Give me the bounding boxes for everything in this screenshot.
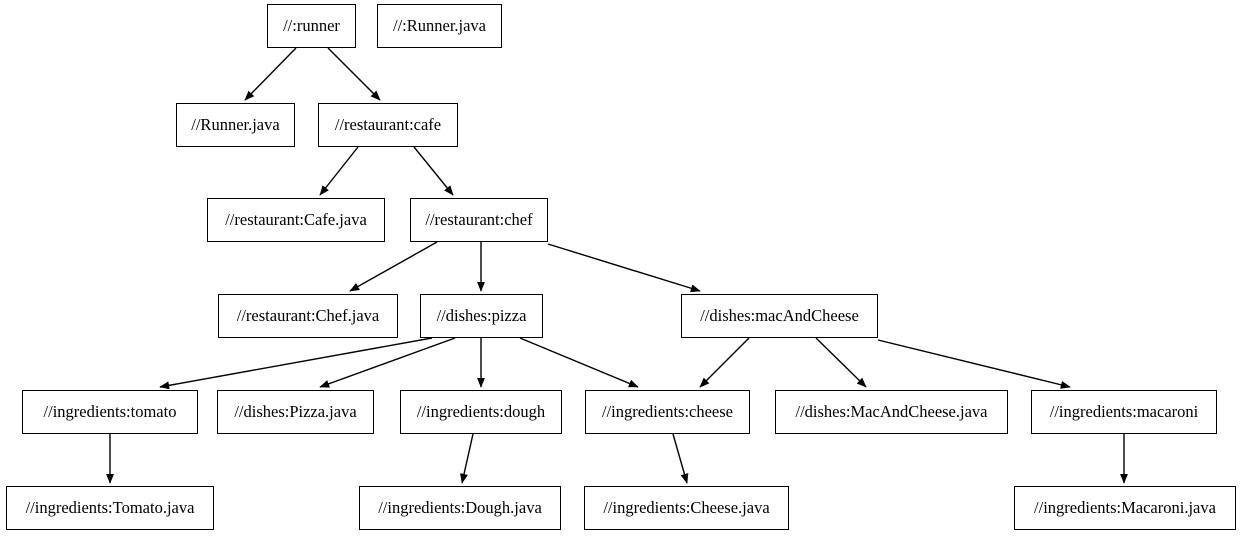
graph-node-macaroni_java[interactable]: //ingredients:Macaroni.java	[1014, 486, 1236, 530]
graph-edge	[413, 146, 454, 196]
graph-node-runner_java[interactable]: //Runner.java	[176, 103, 295, 147]
graph-node-label: //:Runner.java	[392, 15, 487, 35]
graph-node-label: //ingredients:tomato	[43, 401, 177, 421]
graph-node-ing_macaroni[interactable]: //ingredients:macaroni	[1031, 390, 1217, 434]
graph-node-label: //dishes:macAndCheese	[700, 305, 859, 325]
graph-node-label: //restaurant:chef	[425, 209, 533, 229]
graph-node-runner[interactable]: //:runner	[267, 4, 356, 48]
graph-node-label: //ingredients:dough	[416, 401, 546, 421]
graph-node-label: //ingredients:Dough.java	[378, 497, 542, 517]
graph-node-cafe_java[interactable]: //restaurant:Cafe.java	[207, 198, 385, 242]
graph-edge	[519, 337, 639, 388]
graph-node-ing_dough[interactable]: //ingredients:dough	[400, 390, 562, 434]
graph-node-label: //ingredients:cheese	[601, 401, 734, 421]
graph-edge	[159, 337, 433, 390]
graph-node-label: //restaurant:cafe	[334, 114, 442, 134]
graph-edge	[319, 337, 456, 388]
graph-edge	[327, 47, 381, 101]
graph-edge	[815, 337, 867, 388]
graph-node-ing_tomato[interactable]: //ingredients:tomato	[22, 390, 198, 434]
graph-node-label: //ingredients:macaroni	[1049, 401, 1199, 421]
graph-edge	[349, 241, 438, 292]
graph-node-cheese_java[interactable]: //ingredients:Cheese.java	[584, 486, 789, 530]
graph-edge	[877, 339, 1071, 389]
graph-node-macandcheese_java[interactable]: //dishes:MacAndCheese.java	[775, 390, 1008, 434]
graph-node-dishes_macandchz[interactable]: //dishes:macAndCheese	[681, 294, 878, 338]
graph-node-label: //:runner	[283, 15, 340, 35]
graph-node-tomato_java[interactable]: //ingredients:Tomato.java	[6, 486, 214, 530]
graph-edge	[319, 146, 359, 196]
graph-edge	[460, 433, 474, 484]
graph-node-ing_cheese[interactable]: //ingredients:cheese	[585, 390, 750, 434]
graph-node-pizza_java[interactable]: //dishes:Pizza.java	[217, 390, 374, 434]
graph-node-dishes_pizza[interactable]: //dishes:pizza	[420, 294, 543, 338]
graph-node-chef_java[interactable]: //restaurant:Chef.java	[218, 294, 398, 338]
graph-node-label: //ingredients:Cheese.java	[603, 497, 770, 517]
graph-edge	[244, 47, 297, 101]
graph-node-label: //restaurant:Cafe.java	[225, 209, 367, 229]
graph-node-label: //Runner.java	[191, 114, 280, 134]
graph-node-runner_java_root[interactable]: //:Runner.java	[377, 4, 502, 48]
graph-node-dough_java[interactable]: //ingredients:Dough.java	[359, 486, 561, 530]
graph-node-label: //dishes:Pizza.java	[234, 401, 357, 421]
graph-node-label: //ingredients:Tomato.java	[25, 497, 195, 517]
graph-node-label: //restaurant:Chef.java	[236, 305, 380, 325]
graph-edge	[547, 243, 701, 293]
graph-node-restaurant_cafe[interactable]: //restaurant:cafe	[318, 103, 458, 147]
graph-node-restaurant_chef[interactable]: //restaurant:chef	[410, 198, 548, 242]
graph-node-label: //ingredients:Macaroni.java	[1034, 497, 1216, 517]
graph-edge	[672, 433, 689, 484]
graph-edge	[699, 337, 750, 388]
graph-node-label: //dishes:pizza	[436, 305, 527, 325]
graph-node-label: //dishes:MacAndCheese.java	[795, 401, 988, 421]
